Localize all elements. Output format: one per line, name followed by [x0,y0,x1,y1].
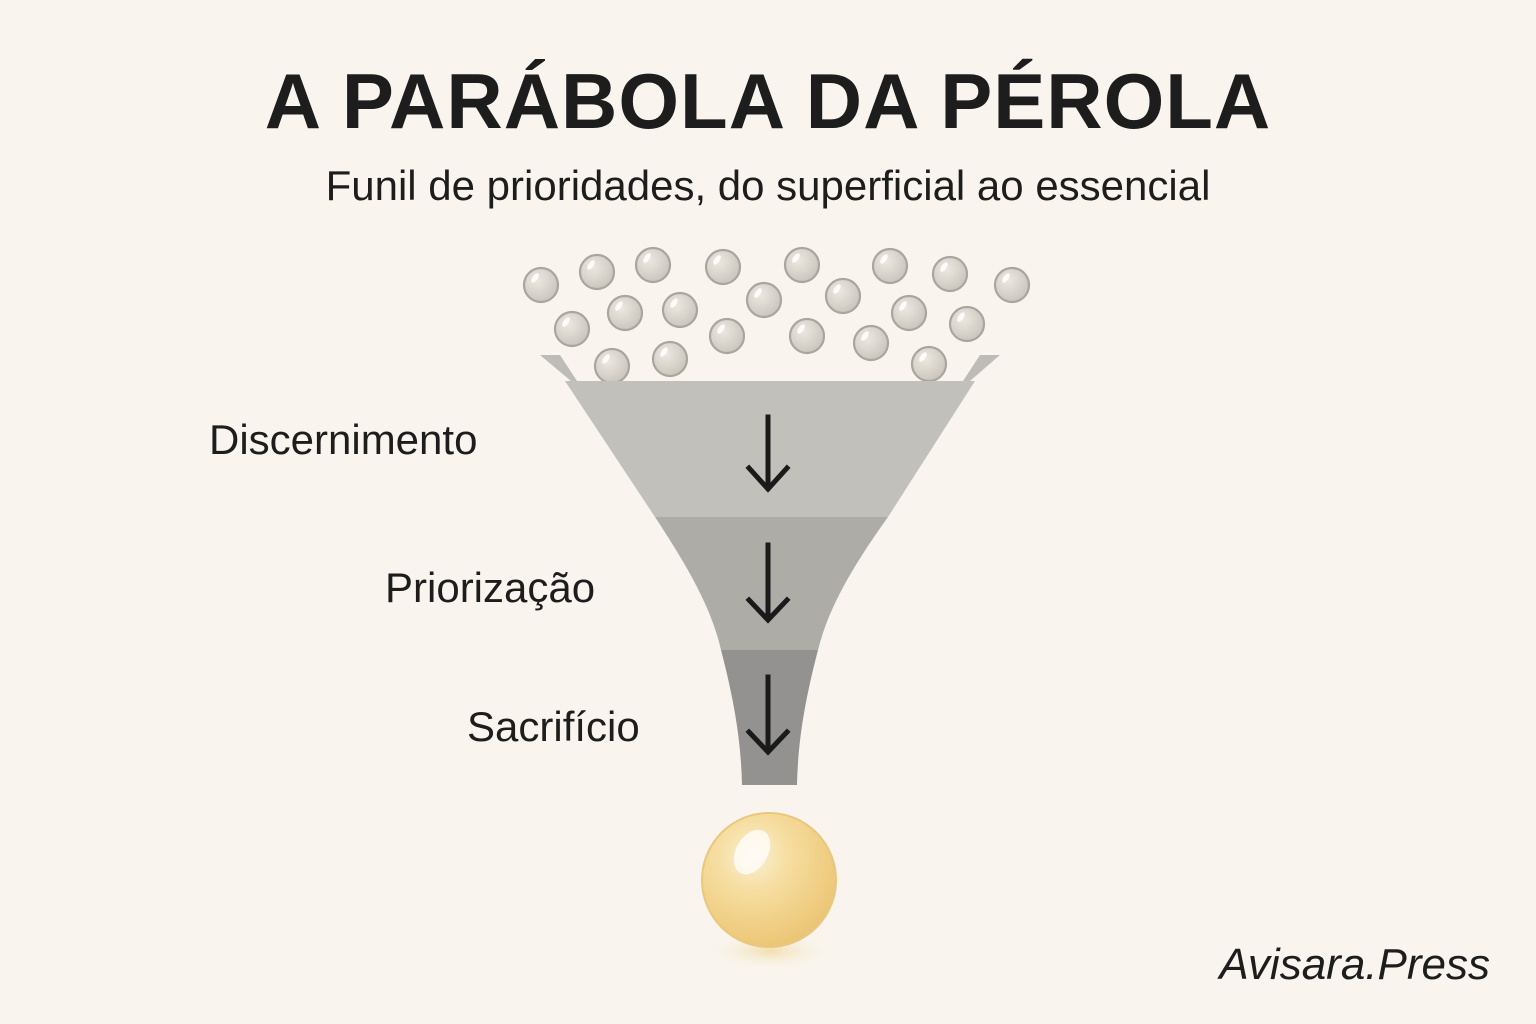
pearl-icon [651,340,689,378]
page-title: A PARÁBOLA DA PÉROLA [264,57,1272,145]
pearl-icon [553,310,591,348]
brand-watermark: Avisara.Press [1219,940,1490,989]
golden-pearl-icon [701,812,837,971]
pearl-icon [890,294,928,332]
pearl-icon [661,291,699,329]
input-pearls [522,246,1031,385]
pearl-icon [606,294,644,332]
pearl-icon [852,324,890,362]
pearl-icon [745,281,783,319]
funnel-rim-right [963,355,1000,381]
stage-label-discernimento: Discernimento [209,416,478,463]
pearl-icon [993,266,1031,304]
arrow-down-icon [745,414,791,493]
pearl-icon [783,246,821,284]
funnel-stage-2 [655,517,888,650]
page-subtitle: Funil de prioridades, do superficial ao … [325,162,1211,209]
stage-label-sacrificio: Sacrifício [467,703,640,750]
pearl-icon [871,247,909,285]
pearl-icon [910,345,948,383]
pearl-icon [704,248,742,286]
pearl-icon [708,317,746,355]
pearl-icon [522,266,560,304]
arrow-down-icon [745,542,791,624]
funnel-rim-left [540,355,577,381]
pearl-icon [634,246,672,284]
pearl-icon [593,347,631,385]
stage-label-priorizacao: Priorização [385,564,596,611]
pearl-icon [578,253,616,291]
pearl-icon [948,305,986,343]
arrow-down-icon [745,674,791,756]
pearl-icon [788,317,826,355]
pearl-icon [931,255,969,293]
pearl-icon [824,277,862,315]
